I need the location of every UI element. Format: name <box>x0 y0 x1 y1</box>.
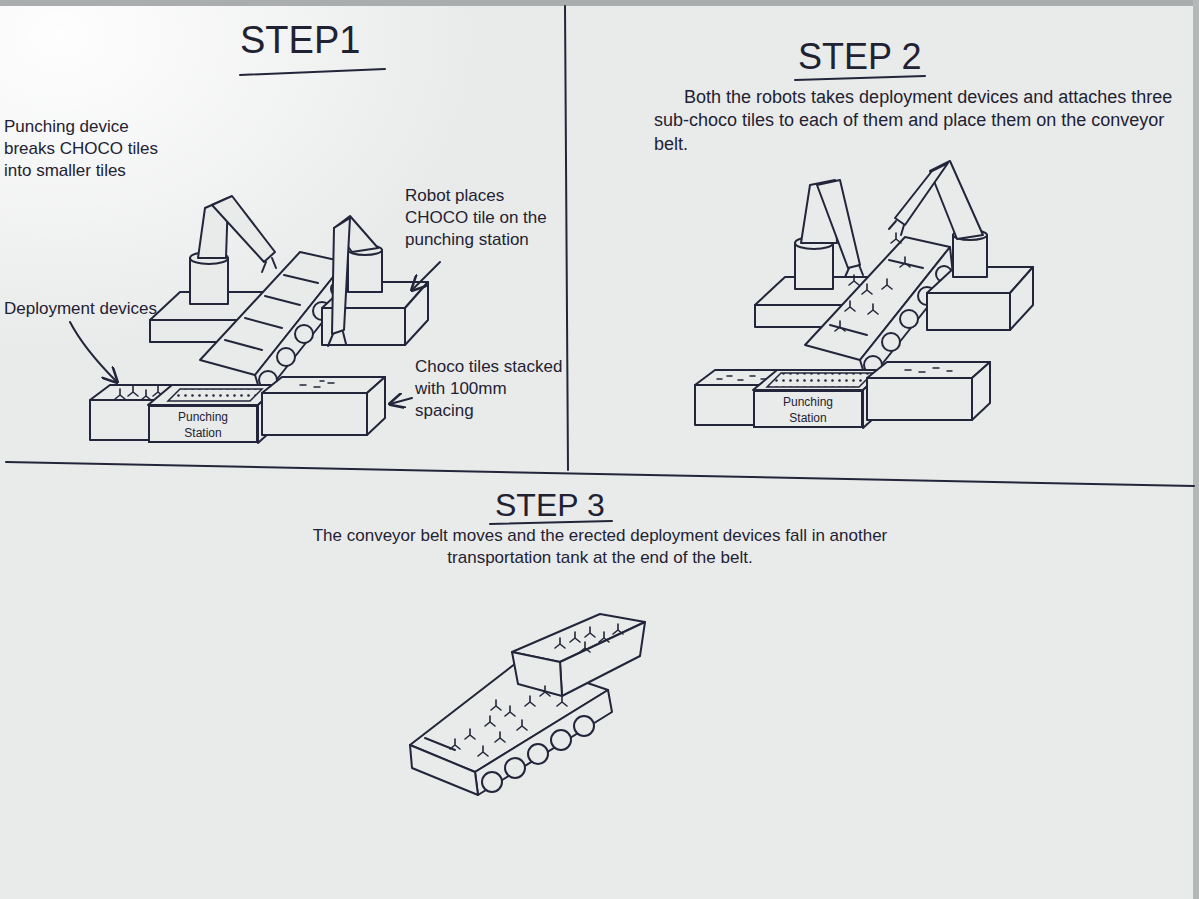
tile-box <box>972 362 990 420</box>
board-frame <box>1193 0 1199 899</box>
belt-stripe <box>225 275 318 350</box>
robot-arm <box>817 180 860 268</box>
tile-box <box>262 377 385 393</box>
robot-gripper <box>328 332 346 346</box>
step-description: The conveyor belt moves and the erected … <box>290 525 910 569</box>
belt-roller <box>295 325 313 343</box>
deployment-device <box>540 686 550 696</box>
box-label: Punching Station <box>778 395 838 426</box>
deployment-device <box>491 700 501 710</box>
belt-roller <box>900 310 918 328</box>
deployment-device <box>599 632 609 642</box>
callout-note: Robot places CHOCO tile on the punching … <box>405 185 563 251</box>
deployment-device <box>717 376 766 380</box>
robot-pedestal <box>348 250 382 292</box>
deployment-device <box>505 706 515 716</box>
deployment-device <box>862 284 872 294</box>
deployment-device <box>900 257 910 267</box>
deployment-device <box>868 304 878 314</box>
deployment-device <box>450 739 460 749</box>
robot-arm <box>212 196 275 262</box>
step-heading: STEP1 <box>240 16 410 65</box>
heading-underline <box>240 69 385 75</box>
deployment-device <box>478 746 488 756</box>
deployment-device <box>580 642 590 652</box>
tile-box <box>867 362 990 378</box>
belt-stripe <box>830 260 923 335</box>
step1-scene <box>70 196 440 443</box>
stacked-tiles <box>905 368 952 372</box>
belt-roller <box>528 744 548 764</box>
deployment-device <box>555 638 565 648</box>
punching-front <box>148 405 258 443</box>
tile-box <box>262 393 367 435</box>
deployment-device <box>849 275 859 285</box>
tile-box <box>367 377 385 435</box>
deployment-device <box>557 696 567 706</box>
step-description: Both the robots takes deployment devices… <box>654 86 1179 156</box>
panel-divider <box>565 6 568 470</box>
board-frame <box>0 0 1199 6</box>
choco-tile <box>168 389 262 401</box>
robot-arm <box>895 163 948 225</box>
deployment-device <box>585 627 595 637</box>
deployment-device <box>613 624 623 634</box>
step-panel: STEP 2 Both the robots takes deployment d… <box>566 0 1199 480</box>
conveyor-side <box>475 690 612 795</box>
deployment-device <box>882 279 892 289</box>
box-label: Punching Station <box>173 410 233 441</box>
stacked-tiles <box>300 381 334 387</box>
robot-arm <box>332 218 350 334</box>
step-panel: STEP 3The conveyor belt moves and the er… <box>0 485 1199 899</box>
deployment-device <box>485 716 495 726</box>
belt-roller <box>882 333 900 351</box>
deployment-device <box>835 321 845 331</box>
belt-roller <box>482 772 502 792</box>
step2-scene <box>695 161 1033 428</box>
punching-front <box>753 390 863 428</box>
robot-gripper <box>262 258 276 272</box>
step3-scene <box>410 614 645 795</box>
robot-pedestal <box>953 235 987 277</box>
leader-arrow <box>70 322 117 382</box>
deployment-device <box>115 389 125 399</box>
leader-arrow <box>412 262 440 290</box>
deployment-device <box>891 233 901 243</box>
deployment-device <box>570 632 580 642</box>
robot-base <box>405 282 428 345</box>
deployment-device <box>465 729 475 739</box>
deployment-device <box>141 390 151 400</box>
deployment-device <box>128 386 138 396</box>
tile-box <box>867 378 972 420</box>
transportation-tank <box>560 622 645 696</box>
callout-note: Choco tiles stacked with 100mm spacing <box>415 356 565 422</box>
panel-divider <box>6 462 1194 486</box>
sub-choco-tiles <box>767 373 873 387</box>
deployment-device <box>845 301 855 311</box>
deployment-device <box>525 696 535 706</box>
deployment-device <box>517 720 527 730</box>
robot-base <box>1010 267 1033 330</box>
belt-roller <box>574 716 594 736</box>
step-heading: STEP 3 <box>495 485 665 527</box>
leader-arrow <box>390 398 412 404</box>
transportation-tank <box>512 652 562 696</box>
step-heading: STEP 2 <box>798 34 978 81</box>
deployment-device <box>495 732 505 742</box>
callout-note: Punching device breaks CHOCO tiles into … <box>4 116 174 182</box>
punching-station-box: Punching Station <box>148 405 258 443</box>
robot-base <box>927 293 1010 330</box>
punching-station-box: Punching Station <box>753 390 863 428</box>
belt-roller <box>505 758 525 778</box>
belt-roller <box>551 730 571 750</box>
callout-note: Deployment devices <box>4 298 174 320</box>
conveyor-end <box>410 745 478 795</box>
belt-roller <box>277 348 295 366</box>
